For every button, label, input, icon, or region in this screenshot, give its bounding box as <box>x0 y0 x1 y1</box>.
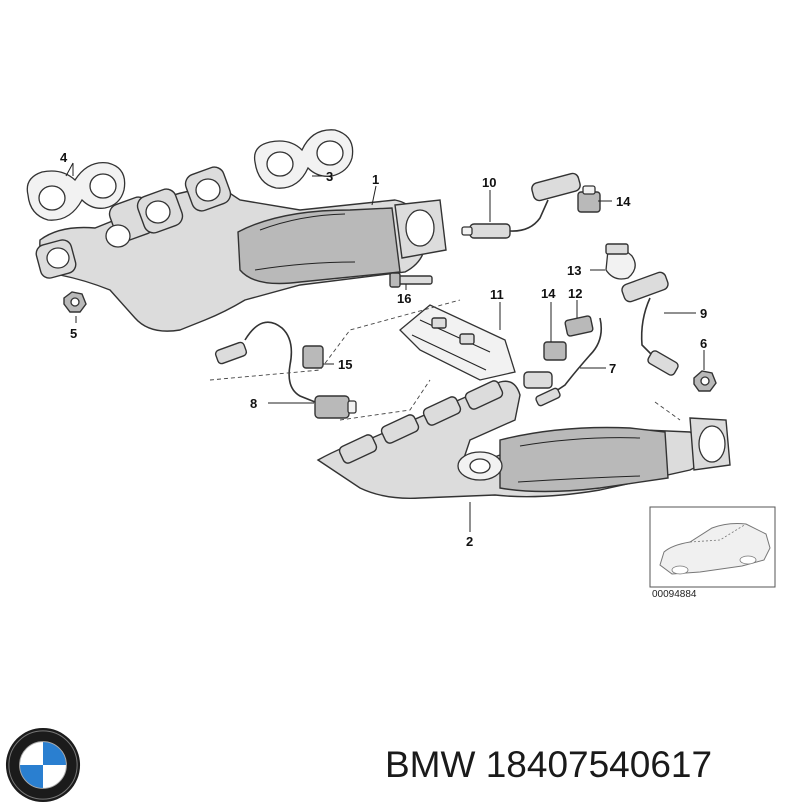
oxygen-sensor-9[interactable] <box>620 271 679 377</box>
callout-9: 9 <box>700 306 707 321</box>
bmw-logo <box>5 727 81 803</box>
callout-6: 6 <box>700 336 707 351</box>
part-caption: BMW 18407540617 <box>385 735 795 795</box>
callout-13: 13 <box>567 263 581 278</box>
nut-5[interactable] <box>63 291 87 313</box>
callout-5: 5 <box>70 326 77 341</box>
callout-2: 2 <box>466 534 473 549</box>
callout-16: 16 <box>397 291 411 306</box>
connector-holder-15[interactable] <box>302 345 324 369</box>
assembly-line <box>339 379 431 421</box>
callout-8: 8 <box>250 396 257 411</box>
oxygen-sensor-10[interactable] <box>461 172 582 239</box>
inset-ref-code: 00094884 <box>652 589 697 600</box>
callout-10: 10 <box>482 175 496 190</box>
clip-14-upper[interactable] <box>577 185 601 213</box>
callout-14-upper: 14 <box>616 194 631 209</box>
oxygen-sensor-8[interactable] <box>214 321 357 419</box>
callout-12: 12 <box>568 286 582 301</box>
nut-6[interactable] <box>693 370 717 392</box>
catalytic-converter-2[interactable] <box>316 379 731 499</box>
connector-12[interactable] <box>564 315 594 337</box>
clip-14-lower[interactable] <box>543 341 567 361</box>
vehicle-inset <box>649 506 776 588</box>
assembly-line <box>209 299 461 381</box>
assembly-line <box>654 401 681 421</box>
callout-14-lower: 14 <box>541 286 556 301</box>
exhaust-gasket-4[interactable] <box>26 161 126 221</box>
callout-1: 1 <box>372 172 379 187</box>
brand-name: BMW <box>385 744 476 785</box>
catalytic-converter-1[interactable] <box>34 164 447 332</box>
clamp-13[interactable] <box>605 243 636 280</box>
part-number: 18407540617 <box>485 744 713 785</box>
callout-11: 11 <box>490 287 504 302</box>
callout-15: 15 <box>338 357 352 372</box>
bracket-11[interactable] <box>399 304 516 381</box>
oxygen-sensor-7[interactable] <box>523 317 603 407</box>
bolt-16[interactable] <box>389 272 433 288</box>
callout-7: 7 <box>609 361 616 376</box>
callout-4: 4 <box>60 150 68 165</box>
callout-3: 3 <box>326 169 333 184</box>
exhaust-gasket-3[interactable] <box>253 129 354 189</box>
